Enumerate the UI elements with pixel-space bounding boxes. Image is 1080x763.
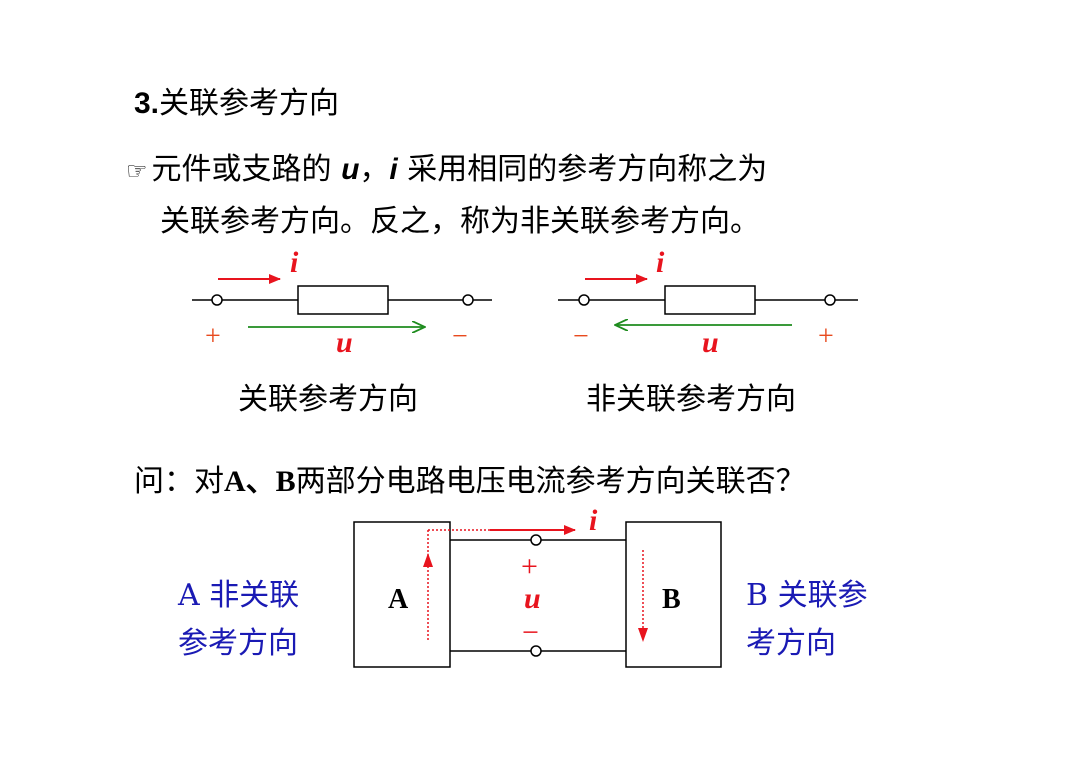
minus-sign-left: − bbox=[452, 321, 468, 352]
slide-title: 3.关联参考方向 bbox=[134, 78, 339, 122]
question-ab: A、B bbox=[224, 465, 296, 498]
definition-post: 采用相同的参考方向称之为 bbox=[407, 152, 768, 187]
pointing-hand-icon: ☞ bbox=[126, 157, 148, 185]
resistor-right bbox=[664, 285, 756, 315]
definition-line-1: ☞元件或支路的 u，i 采用相同的参考方向称之为 bbox=[126, 144, 767, 188]
box-b-label: B bbox=[662, 584, 681, 615]
box-a bbox=[353, 521, 451, 668]
definition-var-i: i bbox=[389, 153, 398, 186]
current-arrowhead-a bbox=[423, 553, 433, 567]
current-label-left: i bbox=[290, 246, 299, 279]
title-number: 3. bbox=[134, 87, 160, 120]
answer-a: A 非关联 参考方向 bbox=[178, 572, 299, 668]
voltage-label-right: u bbox=[702, 326, 719, 359]
terminal-top bbox=[530, 534, 542, 546]
definition-comma: ， bbox=[359, 152, 390, 187]
current-label-right: i bbox=[656, 246, 665, 279]
definition-pre: 元件或支路的 bbox=[151, 152, 332, 187]
voltage-label-circuit: u bbox=[524, 582, 541, 615]
voltage-label-left: u bbox=[336, 326, 353, 359]
plus-sign-right: + bbox=[818, 321, 834, 352]
question-text: 问：对A、B两部分电路电压电流参考方向关联否？ bbox=[134, 456, 806, 500]
current-label-circuit: i bbox=[589, 504, 598, 537]
question-post: 两部分电路电压电流参考方向关联否？ bbox=[295, 464, 806, 499]
plus-sign-circuit: + bbox=[521, 550, 538, 583]
plus-sign-left: + bbox=[205, 321, 221, 352]
answer-b-line-1: B 关联参 bbox=[746, 578, 868, 613]
title-text: 关联参考方向 bbox=[159, 86, 340, 121]
box-a-label: A bbox=[388, 584, 409, 615]
box-b bbox=[625, 521, 722, 668]
answer-b-line-2: 考方向 bbox=[746, 626, 836, 661]
caption-associated: 关联参考方向 bbox=[238, 382, 418, 417]
non-associated-diagram: i − u + bbox=[558, 246, 858, 359]
current-arrowhead-b bbox=[638, 628, 648, 642]
definition-var-u: u bbox=[341, 153, 360, 186]
definition-line-2: 关联参考方向。反之，称为非关联参考方向。 bbox=[160, 204, 760, 239]
answer-a-line-2: 参考方向 bbox=[178, 626, 298, 661]
answer-a-line-1: A 非关联 bbox=[178, 578, 300, 613]
minus-sign-circuit: − bbox=[522, 616, 539, 649]
resistor-left bbox=[297, 285, 389, 315]
minus-sign-right: − bbox=[573, 321, 589, 352]
associated-diagram: i + u − bbox=[192, 246, 492, 359]
answer-b: B 关联参 考方向 bbox=[746, 572, 868, 668]
question-pre: 问：对 bbox=[134, 464, 224, 499]
caption-non-associated: 非关联参考方向 bbox=[586, 382, 796, 417]
